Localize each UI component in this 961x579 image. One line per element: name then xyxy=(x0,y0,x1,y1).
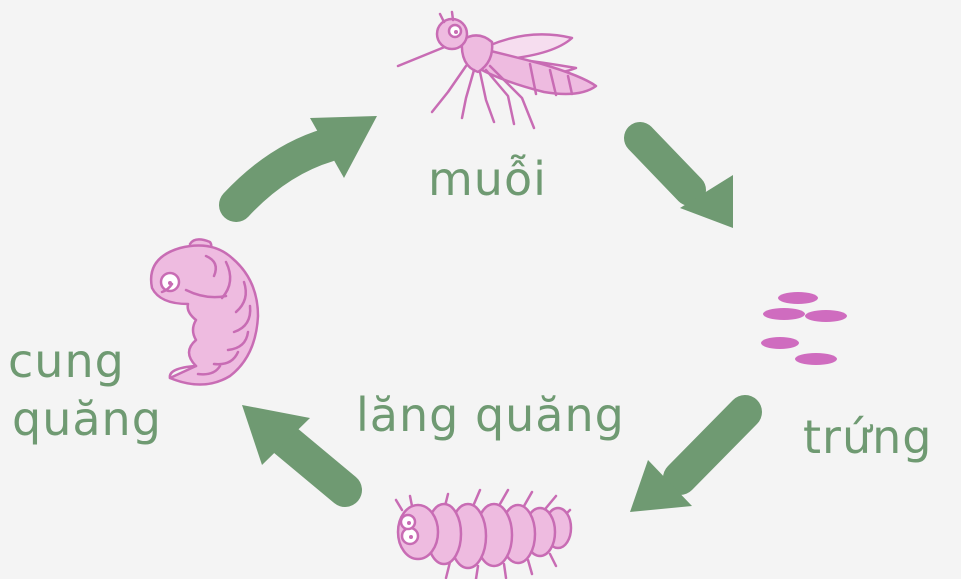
arrow-pupa-to-adult xyxy=(236,116,377,205)
arrow-egg-to-larva xyxy=(630,412,745,512)
label-larva: lăng quăng xyxy=(356,392,625,438)
mosquito-icon xyxy=(398,12,596,128)
arrow-adult-to-egg xyxy=(640,138,733,228)
eggs-icon xyxy=(761,292,847,365)
larva-icon xyxy=(396,490,571,579)
label-pupa-line1: cung xyxy=(8,338,125,384)
label-adult: muỗi xyxy=(428,156,547,202)
pupa-icon xyxy=(151,239,258,384)
arrow-larva-to-pupa xyxy=(242,405,345,490)
label-pupa-line2: quăng xyxy=(12,396,162,442)
label-egg: trứng xyxy=(803,414,932,460)
